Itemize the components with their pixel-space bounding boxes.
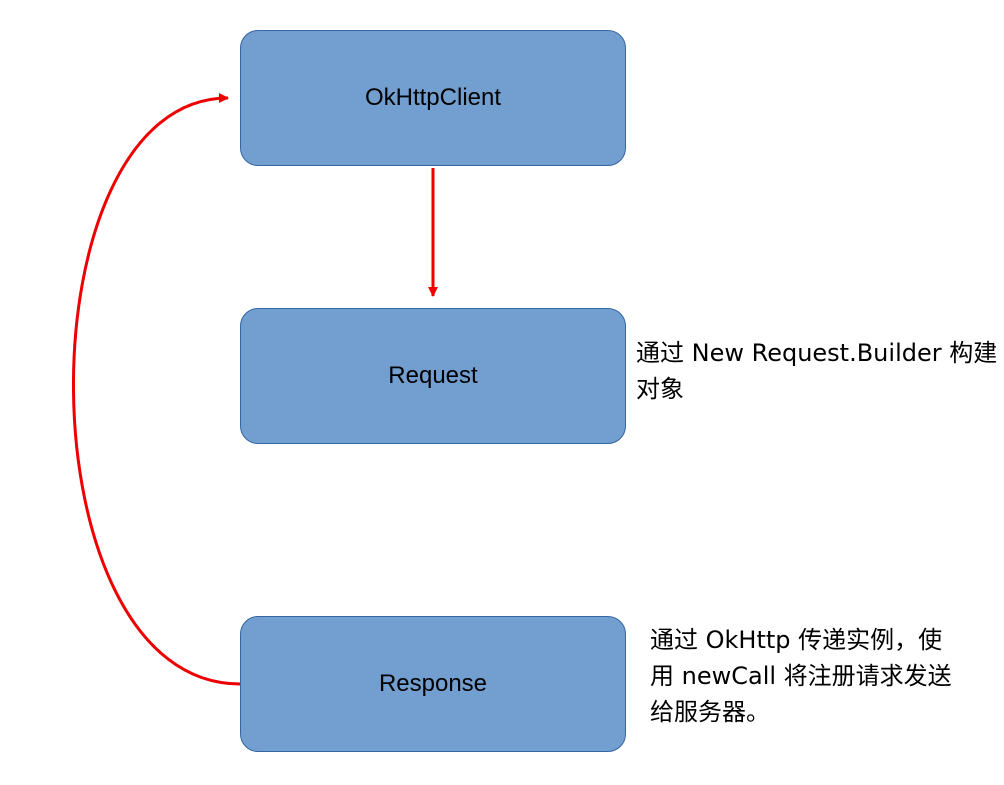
node-response: Response <box>240 616 626 752</box>
node-response-label: Response <box>378 670 488 697</box>
node-request-label: Request <box>388 362 478 389</box>
request-annotation: 通过 New Request.Builder 构建对象 <box>636 339 998 403</box>
response-annotation: 通过 OkHttp 传递实例，使用 newCall 将注册请求发送给服务器。 <box>650 626 952 726</box>
node-okhttpclient-label: OkHttpClient <box>364 84 502 111</box>
node-request: Request <box>240 308 626 444</box>
node-okhttpclient: OkHttpClient <box>240 30 626 166</box>
arrow-response-to-client <box>72 93 241 686</box>
